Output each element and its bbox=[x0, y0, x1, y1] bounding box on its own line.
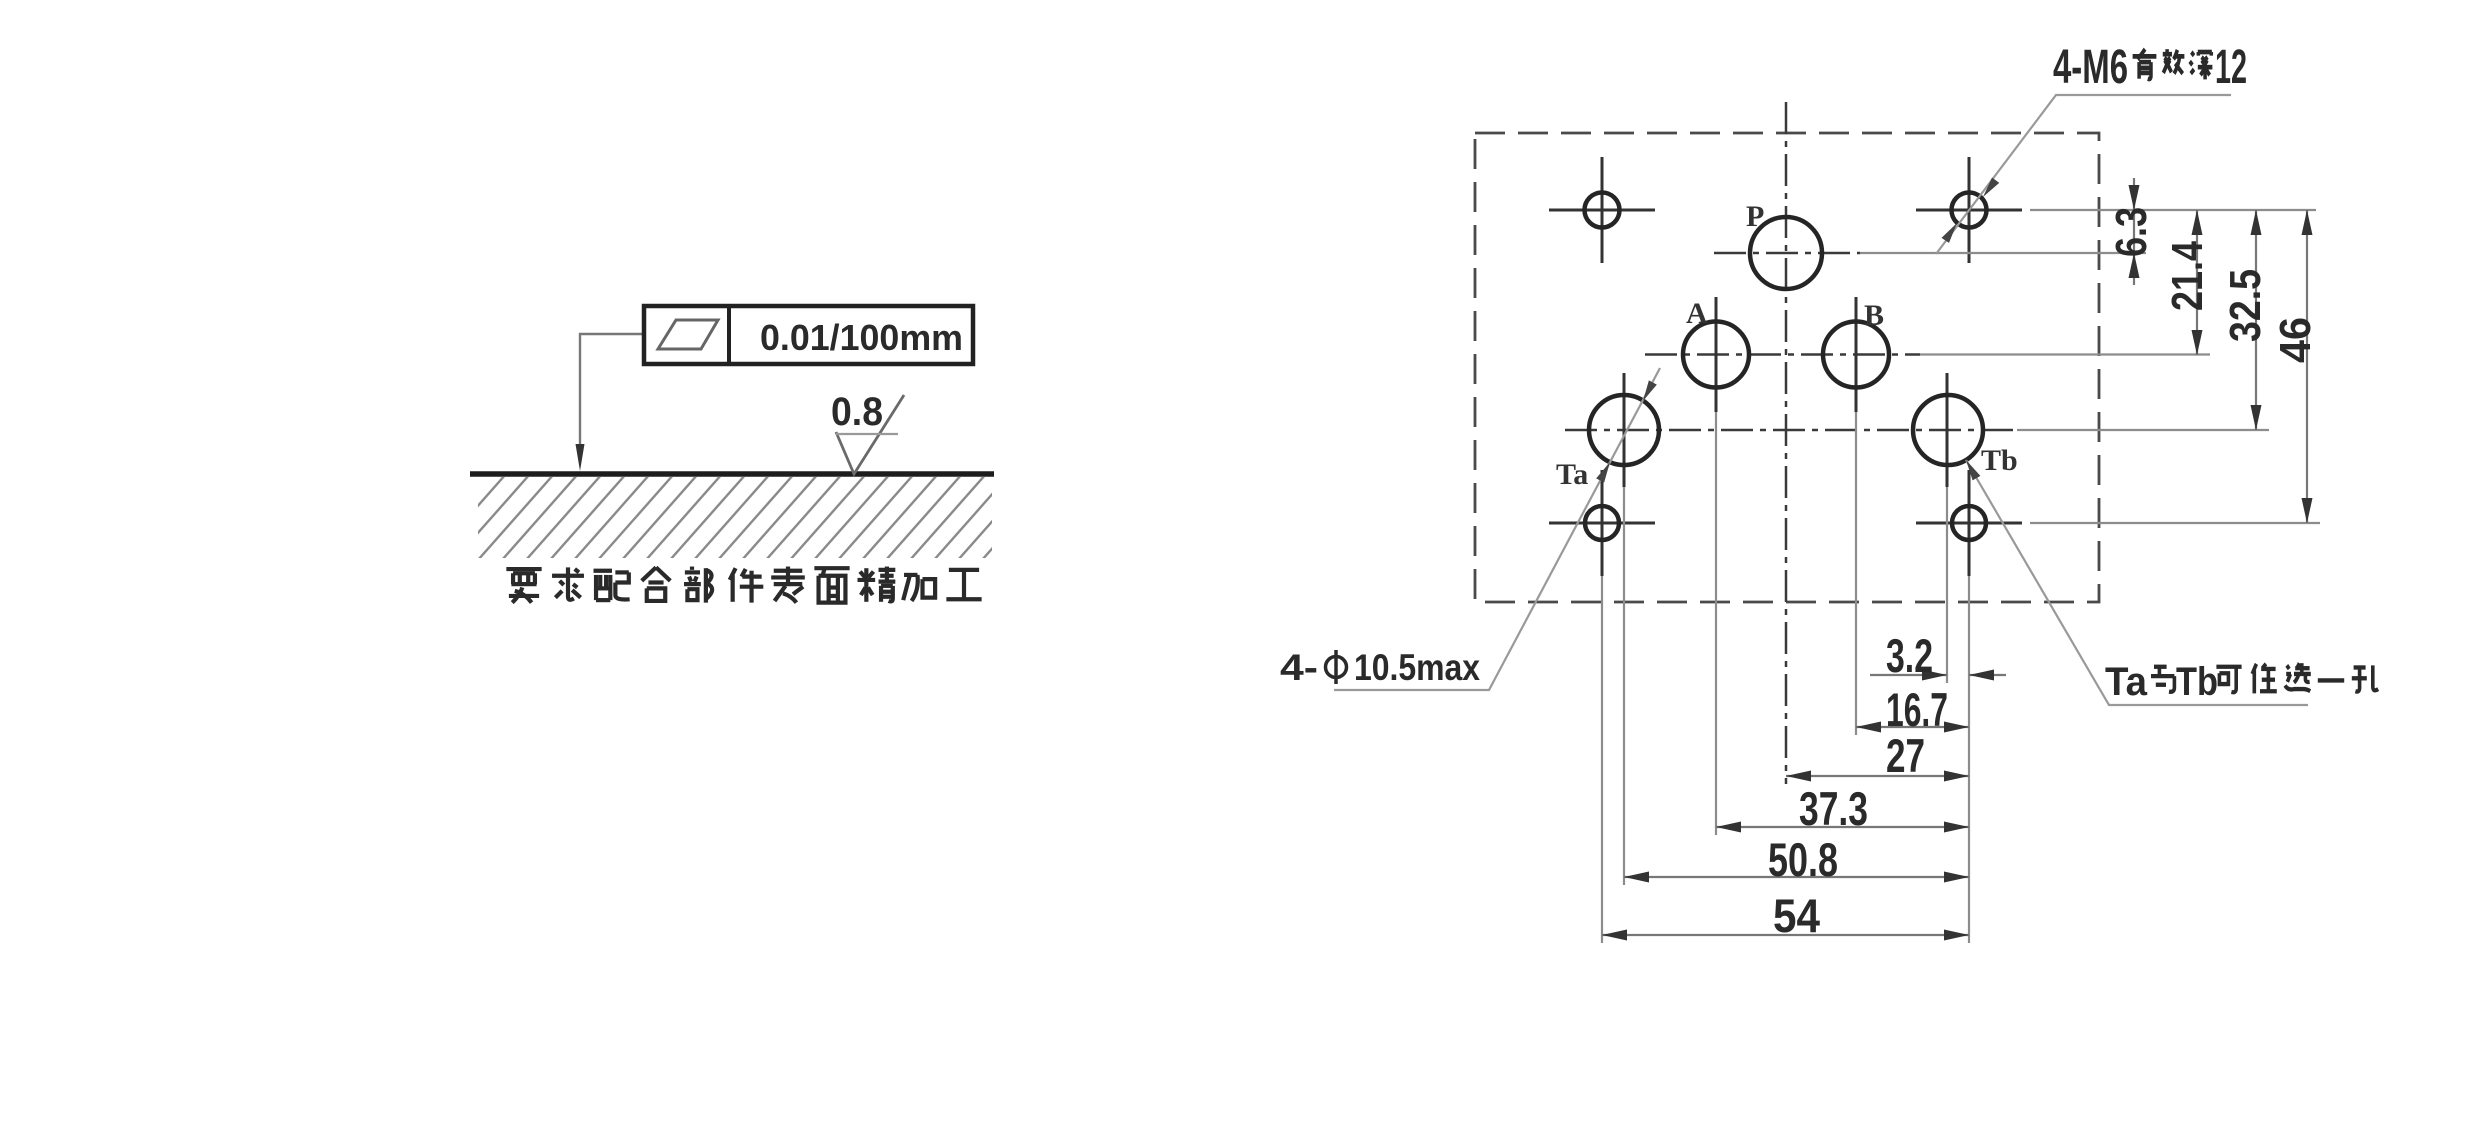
svg-text:46: 46 bbox=[2271, 317, 2320, 363]
svg-text:Ta: Ta bbox=[2105, 660, 2148, 704]
svg-text:10.5max: 10.5max bbox=[1354, 647, 1480, 688]
svg-text:32.5: 32.5 bbox=[2221, 269, 2270, 342]
svg-text:4-M6: 4-M6 bbox=[2053, 41, 2128, 94]
svg-text:Tb: Tb bbox=[2176, 660, 2218, 704]
svg-text:Ta: Ta bbox=[1556, 458, 1588, 491]
svg-text:P: P bbox=[1746, 200, 1764, 233]
svg-text:16.7: 16.7 bbox=[1886, 683, 1948, 736]
svg-text:B: B bbox=[1864, 299, 1884, 332]
svg-text:0.01/100mm: 0.01/100mm bbox=[760, 317, 963, 358]
svg-text:6.3: 6.3 bbox=[2107, 207, 2156, 257]
svg-text:54: 54 bbox=[1773, 889, 1820, 942]
svg-text:37.3: 37.3 bbox=[1799, 782, 1868, 835]
svg-text:Tb: Tb bbox=[1981, 444, 2018, 477]
svg-text:0.8: 0.8 bbox=[831, 390, 883, 434]
svg-text:12: 12 bbox=[2215, 41, 2247, 94]
svg-text:4-: 4- bbox=[1280, 647, 1318, 688]
svg-text:A: A bbox=[1686, 297, 1708, 330]
svg-text:21.4: 21.4 bbox=[2163, 241, 2212, 311]
svg-text:50.8: 50.8 bbox=[1768, 833, 1838, 886]
svg-text:3.2: 3.2 bbox=[1886, 629, 1933, 682]
svg-text:27: 27 bbox=[1886, 729, 1925, 782]
